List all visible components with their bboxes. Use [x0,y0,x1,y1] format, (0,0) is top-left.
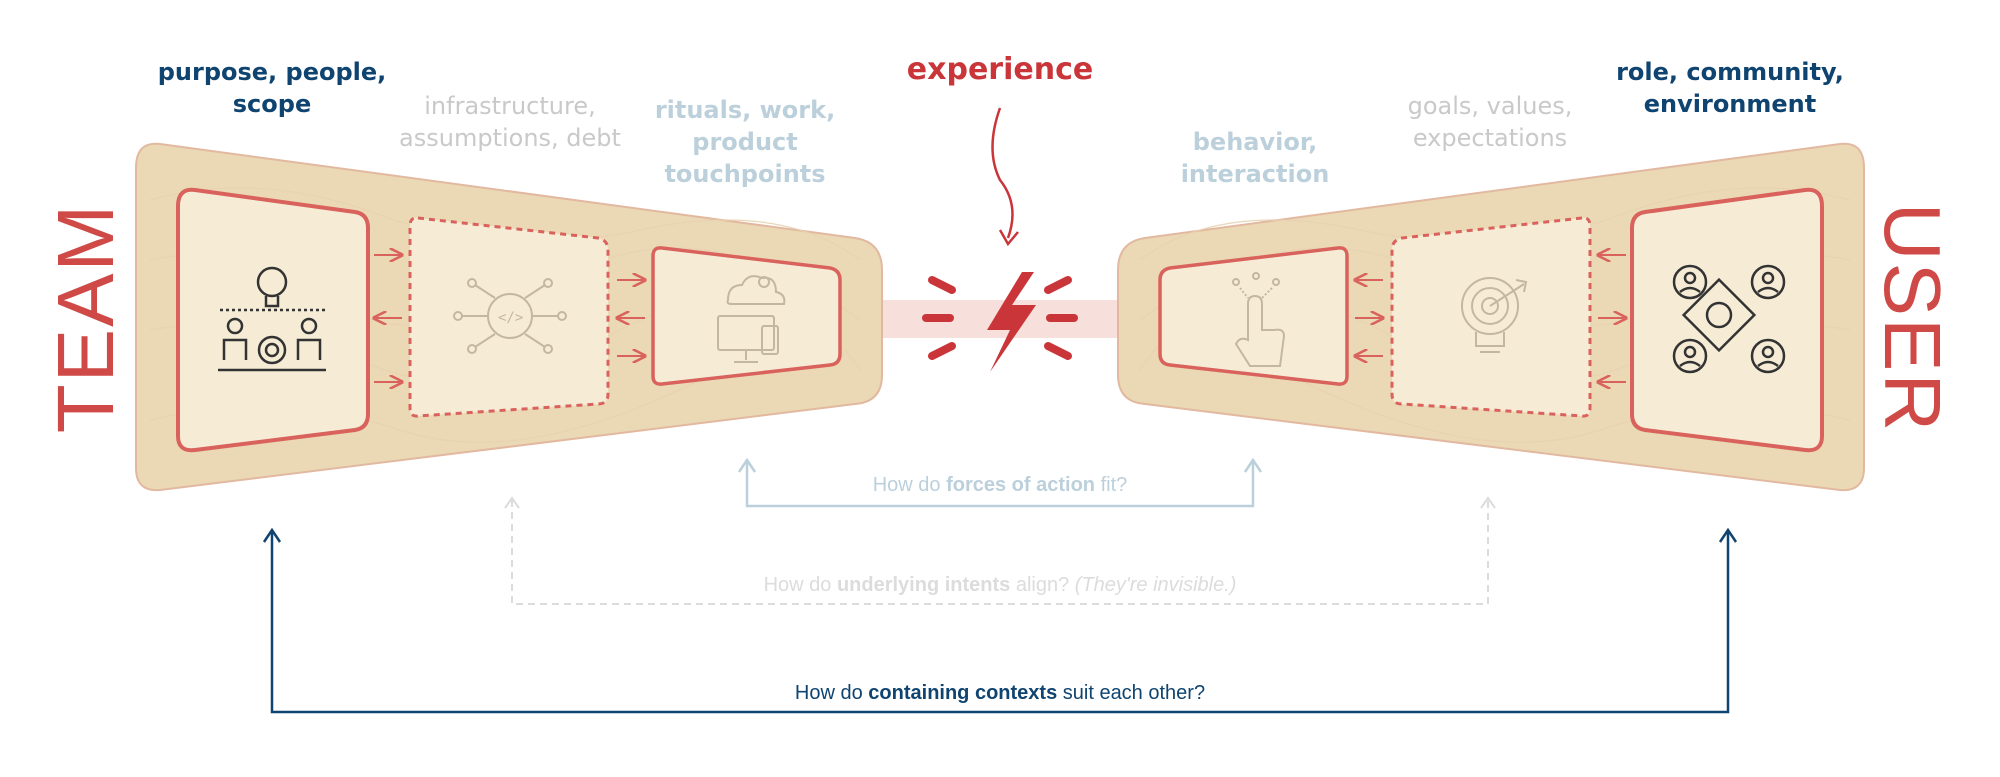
experience-label: experience [906,52,1094,87]
experience-arrow [991,107,1014,239]
user-funnel [1117,142,1865,492]
brain-code-icon: </> [453,278,567,354]
contexts-question: How do containing contexts suit each oth… [600,682,1400,705]
user-outer-panel [1630,187,1824,453]
user-context-label: role, community,environment [1616,58,1844,118]
team-middle-panel [408,216,610,418]
team-infra-label: infrastructure,assumptions, debt [399,92,621,152]
team-funnel [135,142,883,492]
user-goals-label: goals, values,expectations [1407,92,1573,152]
user-inner-panel [1158,246,1349,386]
user-network-icon [1672,264,1786,374]
lightning-spark-icon [922,272,1078,372]
touch-gesture-icon [1232,272,1286,367]
intents-bracket [511,500,1489,605]
contexts-bracket [262,527,1738,714]
cloud-devices-icon [717,275,786,363]
svg-text:</>: </> [498,310,523,326]
team-arrows [374,255,645,382]
goal-lightbulb-icon [1461,277,1528,353]
team-side-label: TEAM [41,202,130,434]
team-context-label: purpose, people,scope [157,58,387,118]
user-arrows [1355,255,1626,382]
intents-question: How do underlying intents align? (They'r… [600,574,1400,597]
user-behavior-label: behavior,interaction [1180,128,1330,188]
forces-bracket [737,457,1263,508]
user-middle-panel [1390,216,1592,418]
team-collaboration-icon [218,266,326,372]
forces-question: How do forces of action fit? [872,474,1128,496]
team-outer-panel [176,187,370,453]
user-side-label: USER [1868,202,1957,434]
